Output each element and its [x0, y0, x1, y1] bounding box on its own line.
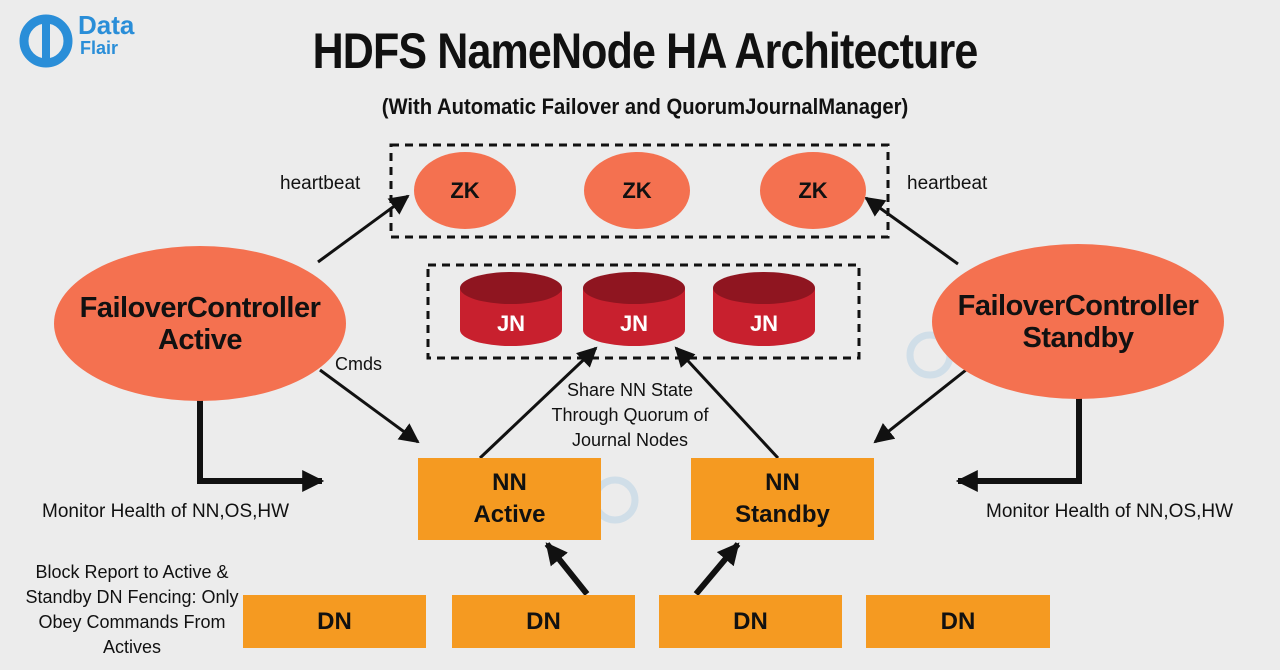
zookeeper-node-2: ZK [584, 152, 690, 229]
heartbeat-label-left: heartbeat [280, 173, 361, 194]
cmds-label: Cmds [335, 354, 383, 374]
jn-label-3: JN [750, 311, 778, 336]
dn-to-nn-standby-arrow [693, 542, 741, 596]
page-subtitle: (With Automatic Failover and QuorumJourn… [381, 94, 909, 119]
share-state-line-2: Through Quorum of [551, 405, 709, 425]
nn-standby-to-jn-arrow [674, 346, 780, 460]
datanode-2: DN [452, 595, 635, 648]
namenode-standby: NN Standby [691, 458, 874, 540]
heartbeat-arrow-right [864, 196, 959, 266]
namenode-active: NN Active [418, 458, 601, 540]
dataflair-logo-icon [19, 14, 73, 68]
block-report-line-1: Block Report to Active & [35, 562, 229, 582]
heartbeat-arrow-left [317, 194, 410, 264]
monitor-health-label-right: Monitor Health of NN,OS,HW [986, 501, 1234, 522]
journal-group [426, 263, 861, 360]
zookeeper-node-1: ZK [414, 152, 516, 229]
namenode-standby-line2: Standby [735, 501, 830, 528]
namenode-standby-line1: NN [765, 469, 800, 496]
failover-controller-active-line2: Active [157, 323, 243, 356]
heartbeat-label-right: heartbeat [907, 173, 988, 194]
page-title: HDFS NameNode HA Architecture [312, 23, 979, 79]
failover-controller-active: FailoverController Active [54, 246, 346, 401]
logo-text-flair: Flair [80, 38, 119, 58]
share-state-label: Share NN State Through Quorum of Journal… [532, 378, 728, 453]
datanode-4: DN [866, 595, 1050, 648]
nn-active-to-jn-arrow [478, 346, 598, 460]
monitor-health-arrow-left [197, 398, 325, 492]
share-state-line-1: Share NN State [566, 380, 694, 400]
jn-label-2: JN [620, 311, 648, 336]
zookeeper-node-3: ZK [760, 152, 866, 229]
cmds-arrow-left [319, 368, 420, 444]
monitor-health-arrow-right [955, 398, 1082, 492]
journal-node-2: JN [583, 272, 685, 346]
namenode-active-line2: Active [473, 501, 546, 528]
jn-label-1: JN [497, 311, 525, 336]
share-state-line-3: Journal Nodes [571, 430, 689, 450]
block-report-line-4: Actives [102, 637, 162, 657]
block-report-label: Block Report to Active & Standby DN Fenc… [14, 560, 250, 660]
block-report-line-3: Obey Commands From [38, 612, 226, 632]
block-report-line-2: Standby DN Fencing: Only [25, 587, 239, 607]
monitor-health-label-left: Monitor Health of NN,OS,HW [42, 501, 290, 522]
failover-controller-standby-line2: Standby [1022, 321, 1134, 354]
journal-node-3: JN [713, 272, 815, 346]
datanode-3: DN [659, 595, 842, 648]
dn-to-nn-active-arrow [544, 542, 590, 596]
datanode-1: DN [243, 595, 426, 648]
cmds-arrow-right [873, 368, 967, 444]
namenode-active-line1: NN [492, 469, 527, 496]
failover-controller-standby-line1: FailoverController [957, 289, 1199, 322]
watermark-logo-center [591, 476, 639, 524]
journal-node-1: JN [460, 272, 562, 346]
logo-text-data: Data [78, 10, 135, 40]
failover-controller-active-line1: FailoverController [79, 291, 321, 324]
failover-controller-standby: FailoverController Standby [932, 244, 1224, 399]
